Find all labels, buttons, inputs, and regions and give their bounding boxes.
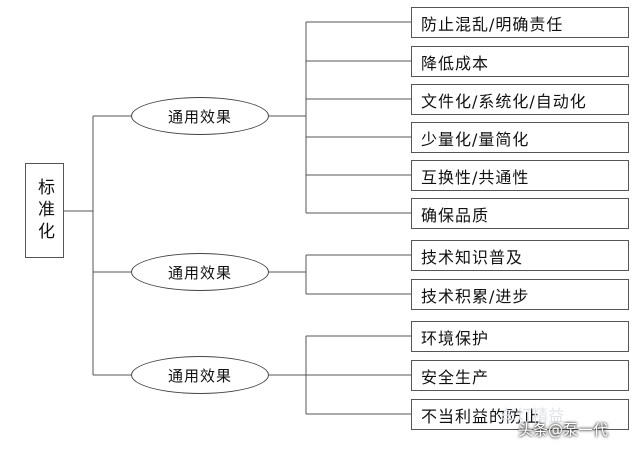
watermark-credit: 头条@泵一代 <box>518 421 609 439</box>
leaf-node: 技术知识普及 <box>411 240 629 271</box>
root-node: 标准化 <box>25 163 64 258</box>
leaf-node: 技术积累/进步 <box>411 279 629 310</box>
leaf-node: 少量化/量简化 <box>411 122 629 153</box>
watermark-center: 车灯精益 <box>500 406 565 425</box>
category-node-3: 通用效果 <box>131 356 269 394</box>
leaf-node: 防止混乱/明确责任 <box>411 7 629 38</box>
leaf-node: 确保品质 <box>411 198 629 229</box>
root-label: 标准化 <box>34 177 54 244</box>
category-node-2: 通用效果 <box>131 253 269 291</box>
leaf-node: 不当利益的防止 <box>411 399 629 430</box>
leaf-node: 安全生产 <box>411 360 629 391</box>
leaf-node: 降低成本 <box>411 46 629 77</box>
leaf-node: 文件化/系统化/自动化 <box>411 84 629 115</box>
leaf-node: 环境保护 <box>411 321 629 352</box>
category-node-1: 通用效果 <box>131 97 269 135</box>
leaf-node: 互换性/共通性 <box>411 160 629 191</box>
